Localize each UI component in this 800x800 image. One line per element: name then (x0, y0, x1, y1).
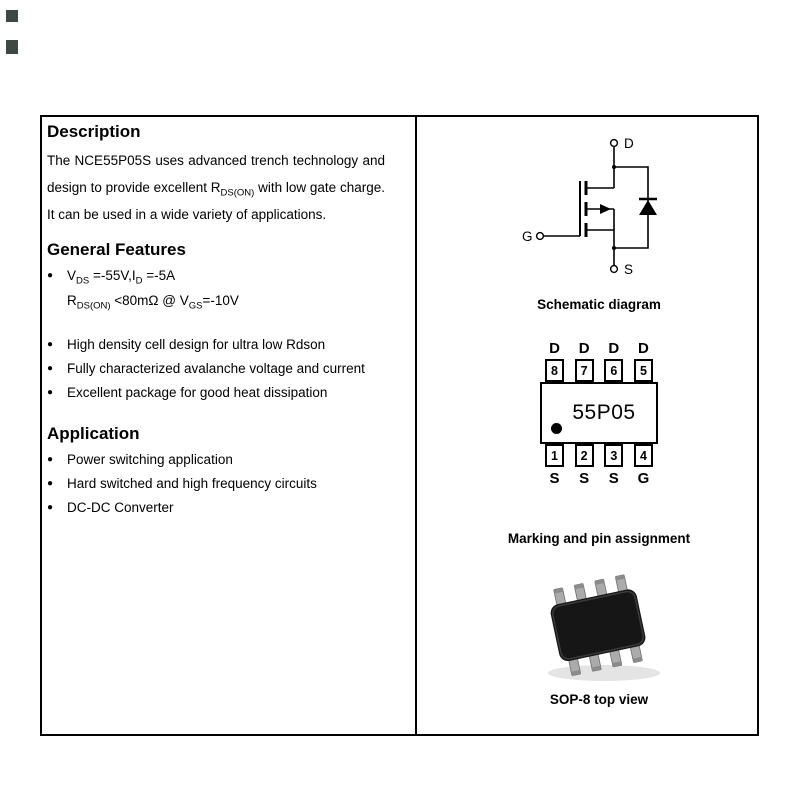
right-column: D G S Schematic diagram D D D D 8 7 6 5 (417, 117, 757, 734)
feature-item-ratings: ● VDS =-55V,ID =-5A (47, 268, 401, 287)
pin1-dot-icon (551, 423, 562, 434)
pin-box: 7 (574, 359, 594, 382)
body-diode-icon (639, 200, 657, 215)
bullet-icon: ● (47, 363, 54, 374)
mosfet-schematic: D G S (522, 136, 657, 277)
bullet-icon: ● (47, 454, 54, 465)
features-heading: General Features (47, 240, 186, 259)
application-heading: Application (47, 424, 140, 443)
pin-label: S (549, 470, 560, 487)
marking-caption: Marking and pin assignment (507, 531, 691, 546)
pin-box: 2 (574, 444, 594, 467)
page-edge-artifact (6, 10, 18, 22)
pin-label: G (637, 470, 650, 487)
feature-item: ● Fully characterized avalanche voltage … (47, 361, 401, 376)
top-pin-labels: D D D D (540, 340, 658, 357)
pin-box: 4 (633, 444, 653, 467)
pin-box: 6 (604, 359, 624, 382)
pin-box: 1 (545, 444, 564, 467)
package-body (550, 589, 646, 662)
bullet-icon: ● (47, 502, 54, 513)
feature-text: High density cell design for ultra low R… (67, 337, 326, 352)
sop8-package-image (548, 574, 660, 681)
pin-label: S (579, 470, 590, 487)
source-label: S (624, 262, 633, 277)
description-text: The NCE55P05S uses advanced trench techn… (47, 153, 385, 222)
content-frame: Description The NCE55P05S uses advanced … (40, 115, 759, 736)
bullet-icon: ● (47, 339, 54, 350)
source-terminal (609, 264, 619, 274)
drain-terminal (609, 138, 619, 148)
ic-package-body: 55P05 (540, 382, 658, 444)
left-column: Description The NCE55P05S uses advanced … (42, 117, 417, 734)
pin-box: 5 (633, 359, 653, 382)
pin-label: S (608, 470, 619, 487)
pin-assignment-diagram: D D D D 8 7 6 5 55P05 1 2 (540, 340, 658, 487)
pin-label: D (549, 340, 560, 357)
ic-marking-text: 55P05 (572, 401, 636, 424)
bottom-pin-labels: S S S G (540, 470, 658, 487)
pin-box: 8 (545, 359, 564, 382)
top-pin-numbers: 8 7 6 5 (540, 359, 658, 382)
page-edge-artifact (6, 40, 18, 54)
application-text: DC-DC Converter (67, 500, 174, 515)
feature-text: RDS(ON) <80mΩ @ VGS=-10V (67, 293, 239, 312)
gate-terminal (535, 231, 545, 241)
application-item: ● DC-DC Converter (47, 500, 401, 515)
pin-label: D (608, 340, 620, 357)
pin-box: 3 (604, 444, 624, 467)
feature-text: VDS =-55V,ID =-5A (67, 268, 176, 287)
bullet-icon: ● (47, 270, 54, 281)
application-text: Power switching application (67, 452, 233, 467)
schematic-caption: Schematic diagram (537, 297, 661, 312)
application-text: Hard switched and high frequency circuit… (67, 476, 317, 491)
mosfet-arrow-icon (600, 204, 611, 214)
feature-text: Excellent package for good heat dissipat… (67, 385, 328, 400)
feature-item: ● High density cell design for ultra low… (47, 337, 401, 352)
feature-item: ● Excellent package for good heat dissip… (47, 385, 401, 400)
package-shadow (548, 665, 660, 681)
package-caption: SOP-8 top view (549, 692, 649, 707)
pin-label: D (638, 340, 649, 357)
drain-label: D (624, 136, 634, 151)
description-heading: Description (47, 122, 141, 141)
application-item: ● Hard switched and high frequency circu… (47, 476, 401, 491)
feature-item-rdson: RDS(ON) <80mΩ @ VGS=-10V (47, 293, 401, 312)
bottom-pin-numbers: 1 2 3 4 (540, 444, 658, 467)
bullet-icon: ● (47, 387, 54, 398)
bullet-icon: ● (47, 478, 54, 489)
feature-text: Fully characterized avalanche voltage an… (67, 361, 365, 376)
gate-label: G (522, 229, 533, 244)
application-item: ● Power switching application (47, 452, 401, 467)
pin-label: D (578, 340, 590, 357)
